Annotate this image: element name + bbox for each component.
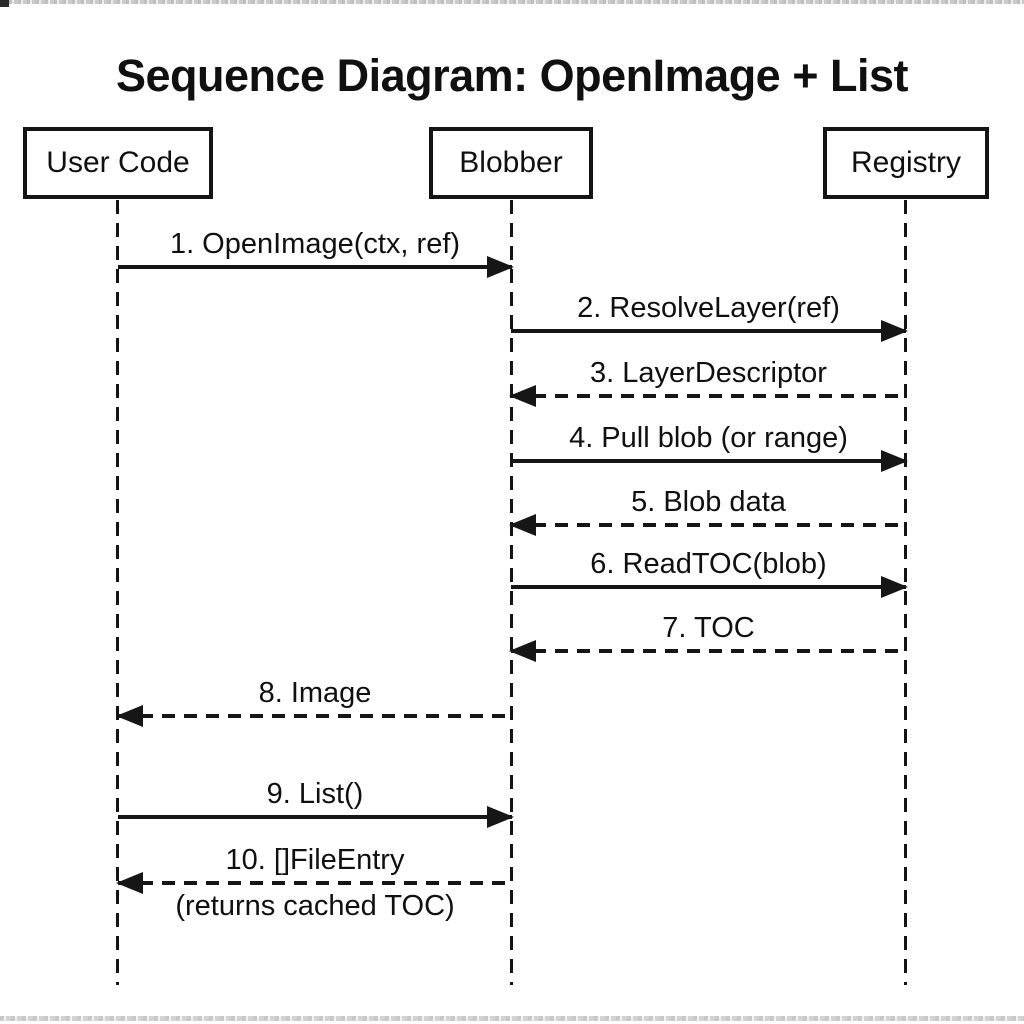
message-5: 5. Blob data	[509, 486, 906, 536]
message-line	[118, 265, 512, 269]
message-label: 3. LayerDescriptor	[590, 357, 827, 389]
message-3: 3. LayerDescriptor	[509, 357, 906, 407]
message-line	[511, 459, 906, 463]
arrowhead-right-icon	[487, 256, 514, 278]
participant-label: User Code	[46, 146, 190, 179]
participant-box-user-code: User Code	[23, 127, 213, 199]
message-8: 8. Image	[116, 677, 512, 727]
message-10-note: (returns cached TOC)	[175, 890, 455, 922]
arrowhead-left-icon	[509, 514, 536, 536]
message-label: 6. ReadTOC(blob)	[590, 548, 827, 580]
message-6: 6. ReadTOC(blob)	[511, 548, 908, 598]
lifeline-user-code	[116, 200, 119, 985]
arrowhead-right-icon	[881, 320, 908, 342]
message-line	[511, 649, 906, 653]
arrowhead-right-icon	[487, 806, 514, 828]
participant-box-blobber: Blobber	[429, 127, 593, 199]
image-edge-artifact-bottom	[0, 1016, 1024, 1021]
message-label: 9. List()	[266, 778, 364, 810]
message-10: 10. []FileEntry	[116, 844, 512, 894]
message-line	[511, 394, 906, 398]
arrowhead-left-icon	[509, 385, 536, 407]
arrowhead-left-icon	[116, 705, 143, 727]
message-9: 9. List()	[118, 778, 514, 828]
message-line	[118, 881, 512, 885]
arrowhead-right-icon	[881, 450, 908, 472]
message-label: 5. Blob data	[631, 486, 786, 518]
message-line	[511, 523, 906, 527]
message-label: 1. OpenImage(ctx, ref)	[169, 228, 461, 260]
message-2: 2. ResolveLayer(ref)	[511, 292, 908, 342]
participant-box-registry: Registry	[823, 127, 989, 199]
message-line	[511, 585, 906, 589]
message-line	[511, 329, 906, 333]
image-edge-artifact-corner	[0, 0, 9, 7]
message-line	[118, 815, 512, 819]
participant-label: Blobber	[459, 146, 563, 179]
arrowhead-right-icon	[881, 576, 908, 598]
message-7: 7. TOC	[509, 612, 906, 662]
message-label: 4. Pull blob (or range)	[569, 422, 848, 454]
image-edge-artifact-top	[0, 0, 1024, 4]
message-label: 7. TOC	[662, 612, 755, 644]
lifeline-blobber	[510, 200, 513, 985]
arrowhead-left-icon	[116, 872, 143, 894]
participant-label: Registry	[850, 146, 962, 179]
message-line	[118, 714, 512, 718]
message-1: 1. OpenImage(ctx, ref)	[118, 228, 514, 278]
diagram-title: Sequence Diagram: OpenImage + List	[116, 50, 909, 101]
message-4: 4. Pull blob (or range)	[511, 422, 908, 472]
message-label: 10. []FileEntry	[225, 844, 405, 876]
message-label: 8. Image	[258, 677, 372, 709]
arrowhead-left-icon	[509, 640, 536, 662]
message-label: 2. ResolveLayer(ref)	[577, 292, 840, 324]
